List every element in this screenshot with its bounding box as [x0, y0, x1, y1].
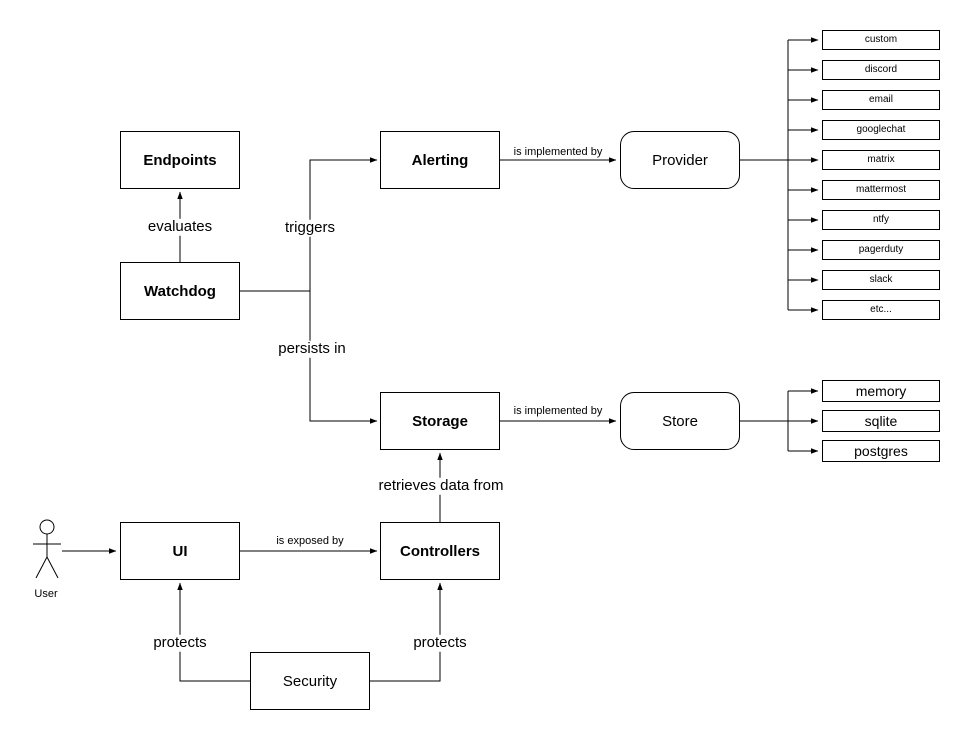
edge-provider-fanout-trunk [740, 40, 789, 310]
node-storage: Storage [380, 392, 500, 450]
node-provider-email: email [822, 90, 940, 110]
edge-triggers-line [309, 157, 378, 291]
edge-label-retrieves-data-from: retrieves data from [375, 477, 507, 495]
node-provider-ntfy: ntfy [822, 210, 940, 230]
node-provider-etc: etc... [822, 300, 940, 320]
edge-protects-ui-line [177, 582, 250, 682]
node-store-memory: memory [822, 380, 940, 402]
node-provider: Provider [620, 131, 740, 189]
node-provider-matrix: matrix [822, 150, 940, 170]
edge-label-protects-ui: protects [150, 634, 210, 652]
edge-store-fanout-trunk [740, 391, 789, 451]
edge-label-protects-controllers: protects [410, 634, 470, 652]
node-endpoints: Endpoints [120, 131, 240, 189]
node-store-postgres: postgres [822, 440, 940, 462]
node-provider-discord: discord [822, 60, 940, 80]
node-provider-custom: custom [822, 30, 940, 50]
edge-label-persists-in: persists in [275, 340, 349, 358]
edge-persists-in-line [309, 291, 378, 424]
edge-label-is-exposed-by: is exposed by [274, 534, 346, 548]
node-provider-slack: slack [822, 270, 940, 290]
node-provider-mattermost: mattermost [822, 180, 940, 200]
node-alerting: Alerting [380, 131, 500, 189]
node-security: Security [250, 652, 370, 710]
node-provider-googlechat: googlechat [822, 120, 940, 140]
edge-label-evaluates: evaluates [144, 218, 216, 236]
node-store-sqlite: sqlite [822, 410, 940, 432]
node-ui: UI [120, 522, 240, 580]
user-label: User [32, 587, 60, 601]
node-controllers: Controllers [380, 522, 500, 580]
edge-protects-controllers-line [370, 582, 443, 682]
edge-label-alerting-implemented-by: is implemented by [511, 145, 605, 159]
edge-label-triggers: triggers [281, 219, 339, 237]
edge-label-storage-implemented-by: is implemented by [511, 404, 605, 418]
user-stick-figure-icon [33, 519, 61, 579]
node-watchdog: Watchdog [120, 262, 240, 320]
node-provider-pagerduty: pagerduty [822, 240, 940, 260]
node-store: Store [620, 392, 740, 450]
